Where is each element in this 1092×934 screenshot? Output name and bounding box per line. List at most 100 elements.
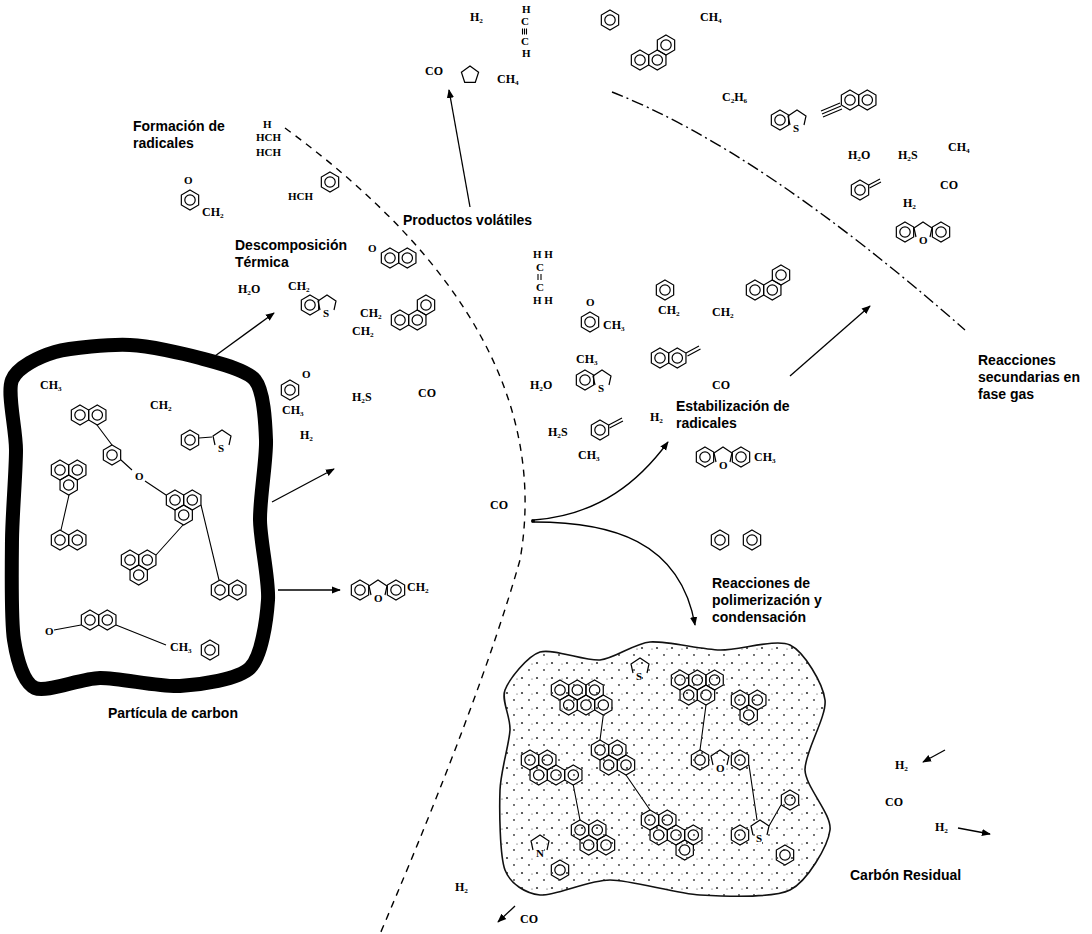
benzene-ring <box>351 580 368 600</box>
formula-label: C <box>536 281 544 293</box>
drawing-part <box>523 29 882 189</box>
benzene-ring <box>321 172 338 192</box>
formula-label: CH₂ <box>202 205 224 219</box>
bond-line <box>540 274 541 280</box>
benzene-ring <box>631 50 648 70</box>
formula-label: H₂S <box>352 390 372 404</box>
reaction-arrow <box>449 90 470 207</box>
formula-label: N <box>536 847 544 859</box>
benzene-ring <box>417 295 434 315</box>
process-label: Reacciones de polimerización y condensac… <box>712 575 852 625</box>
benzene-ring <box>859 90 876 110</box>
formula-label: H₂O <box>238 282 260 296</box>
reaction-arrow <box>498 906 515 922</box>
formula-label: H₂ <box>470 10 483 24</box>
process-label: Productos volátiles <box>403 212 532 229</box>
benzene-ring <box>99 610 116 630</box>
formula-label: S <box>598 382 604 394</box>
bond-line <box>537 274 538 280</box>
benzene-ring <box>841 90 858 110</box>
formula-label: O <box>919 234 928 246</box>
bond-line <box>524 29 525 35</box>
formula-label: CH₃ <box>40 378 62 392</box>
benzene-ring <box>669 348 686 368</box>
benzene-ring <box>772 265 789 285</box>
benzene-ring <box>581 312 598 332</box>
formula-label: O <box>586 296 595 308</box>
formula-label: HCH <box>256 131 281 143</box>
benzene-ring <box>591 420 608 440</box>
formula-label: CH₂ <box>150 398 172 412</box>
formula-label: CH₃ <box>754 450 776 464</box>
formula-label: CO <box>425 64 443 78</box>
drawing-part <box>215 90 990 922</box>
benzene-ring <box>576 370 593 390</box>
formula-label: CH₃ <box>170 640 192 654</box>
formula-label: H₂ <box>935 820 948 834</box>
formula-label: HCH <box>288 190 313 202</box>
benzene-ring <box>391 310 408 330</box>
formula-label: CO <box>712 378 730 392</box>
benzene-ring <box>387 580 404 600</box>
benzene-ring <box>771 110 788 130</box>
formula-label: CH₃ <box>603 318 625 332</box>
benzene-ring <box>201 640 218 660</box>
benzene-ring <box>89 405 106 425</box>
formula-label: S <box>793 122 799 134</box>
reaction-arrow <box>790 306 870 376</box>
formula-label: S <box>218 442 224 454</box>
formula-label: CH₂ <box>407 580 429 594</box>
formula-label: H₂ <box>903 196 916 210</box>
process-label: Estabilización de radicales <box>676 398 824 432</box>
bond-line <box>609 418 623 428</box>
bond-line <box>526 29 527 35</box>
node-caption: Carbón Residual <box>850 867 961 884</box>
reaction-arrow <box>534 442 668 520</box>
formula-label: HCH <box>256 146 281 158</box>
benzene-ring <box>896 222 913 242</box>
formula-label: S <box>756 832 762 844</box>
formula-label: S <box>323 307 329 319</box>
formula-label: O <box>184 174 193 186</box>
benzene-ring <box>130 565 147 585</box>
formula-label: CH₃ <box>576 352 598 366</box>
benzene-ring <box>851 180 868 200</box>
benzene-ring <box>651 348 668 368</box>
formula-label: H <box>263 118 272 130</box>
formula-label: O <box>719 459 728 471</box>
bond-line <box>612 92 965 330</box>
process-label: Descomposición Térmica <box>235 237 360 271</box>
formula-label: H H <box>533 294 553 306</box>
formula-label: CH₂ <box>658 303 680 317</box>
reaction-arrow <box>278 589 340 590</box>
process-label: Reacciones secundarias en fase gas <box>978 352 1086 402</box>
residual-char: Carbón Residual <box>460 630 1000 915</box>
formula-label: H₂ <box>300 428 313 442</box>
formula-label: S <box>636 670 642 682</box>
formula-label: H₂O <box>530 378 552 392</box>
ring-dot <box>531 519 535 523</box>
formula-label: H₂ <box>455 880 468 894</box>
benzene-ring <box>229 580 246 600</box>
formula-label: O <box>374 592 383 604</box>
bond-line <box>686 346 701 356</box>
formula-label: H <box>522 47 531 59</box>
formula-label: H <box>522 3 531 15</box>
reaction-arrow <box>215 313 274 356</box>
formula-label: C <box>536 261 544 273</box>
benzene-ring <box>181 190 198 210</box>
formula-label: CH₃ <box>282 403 304 417</box>
formula-label: O <box>135 470 144 482</box>
benzene-ring <box>399 248 416 268</box>
formula-label: CO <box>520 912 538 926</box>
formula-label: C₂H₆ <box>722 90 747 104</box>
benzene-ring <box>657 35 674 55</box>
bond-line <box>522 29 523 35</box>
benzene-ring <box>181 430 198 450</box>
formula-label: CO <box>418 386 436 400</box>
benzene-ring <box>175 505 192 525</box>
benzene-ring <box>732 447 749 467</box>
formula-label: CH₂ <box>360 306 382 320</box>
formula-label: C <box>521 35 529 47</box>
